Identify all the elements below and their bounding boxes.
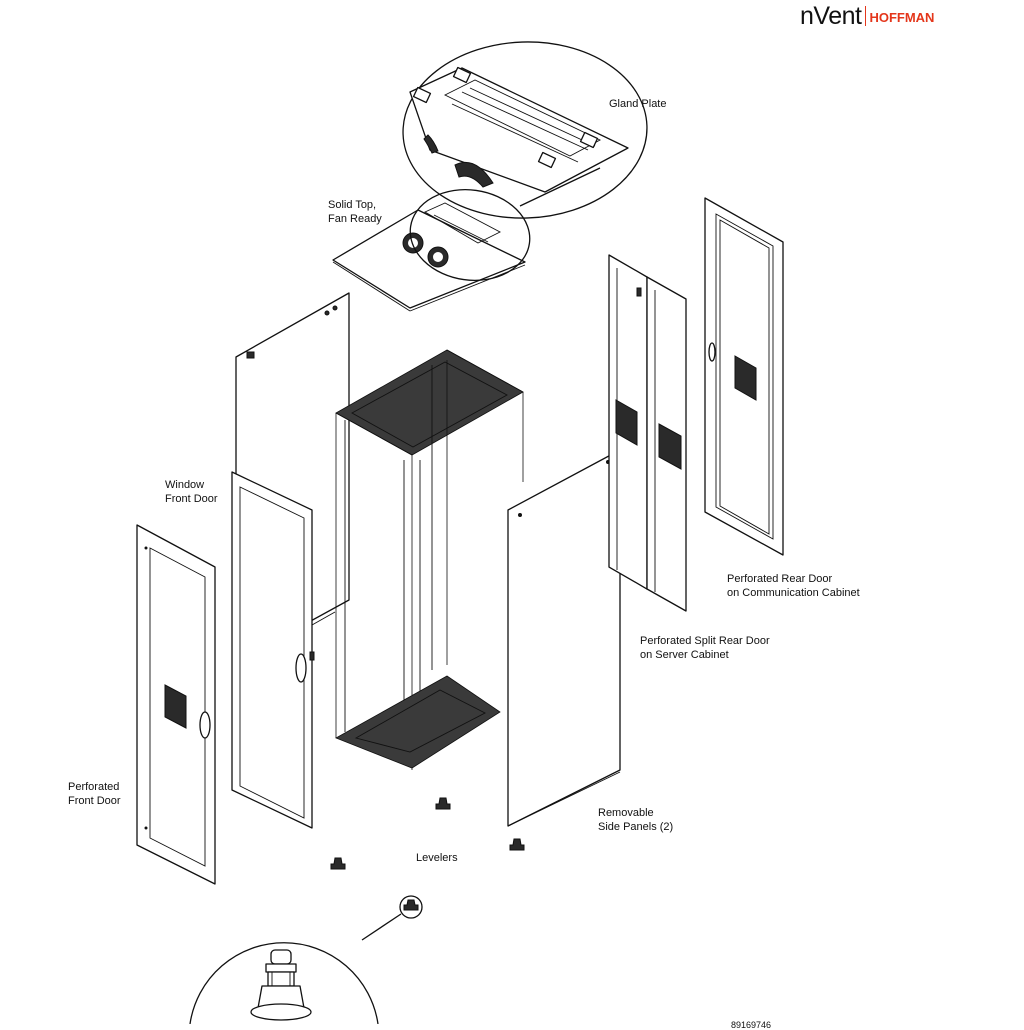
perforated-front-door bbox=[136, 524, 216, 885]
label-perforated-front-door: Perforated Front Door bbox=[68, 780, 121, 808]
removable-side-panel bbox=[507, 449, 621, 827]
label-window-front-door-line1: Window bbox=[165, 479, 205, 491]
part-number: 89169746 bbox=[731, 1020, 772, 1030]
label-removable-side-panels-line1: Removable bbox=[598, 807, 654, 819]
solid-top-panel bbox=[332, 167, 601, 312]
label-perforated-front-door-line1: Perforated bbox=[68, 781, 120, 793]
label-removable-side-panels-line2: Side Panels (2) bbox=[598, 821, 674, 833]
brand-divider bbox=[865, 6, 867, 26]
label-perforated-split-rear-door-line2: on Server Cabinet bbox=[640, 649, 729, 661]
label-perforated-rear-door: Perforated Rear Door on Communication Ca… bbox=[727, 572, 860, 600]
brand-sub: HOFFMAN bbox=[869, 10, 935, 25]
perforated-rear-door bbox=[704, 197, 784, 556]
levelers bbox=[330, 797, 525, 941]
leveler-detail bbox=[189, 942, 379, 1025]
label-removable-side-panels: Removable Side Panels (2) bbox=[598, 806, 673, 834]
label-perforated-rear-door-line1: Perforated Rear Door bbox=[727, 573, 833, 585]
gland-plate-detail bbox=[402, 41, 648, 219]
label-solid-top: Solid Top, Fan Ready bbox=[328, 198, 382, 226]
label-perforated-rear-door-line2: on Communication Cabinet bbox=[727, 587, 860, 599]
label-window-front-door: Window Front Door bbox=[165, 478, 218, 506]
label-perforated-split-rear-door: Perforated Split Rear Door on Server Cab… bbox=[640, 634, 770, 662]
label-gland-plate: Gland Plate bbox=[609, 98, 667, 110]
label-levelers: Levelers bbox=[416, 852, 458, 864]
brand-name: nVent bbox=[800, 2, 862, 30]
brand-logo: nVent HOFFMAN bbox=[800, 0, 935, 30]
cabinet-frame bbox=[335, 349, 524, 770]
label-solid-top-line2: Fan Ready bbox=[328, 213, 382, 225]
label-perforated-split-rear-door-line1: Perforated Split Rear Door bbox=[640, 635, 770, 647]
perforated-split-rear-door bbox=[608, 254, 687, 612]
window-front-door bbox=[231, 292, 350, 829]
label-window-front-door-line2: Front Door bbox=[165, 493, 218, 505]
label-perforated-front-door-line2: Front Door bbox=[68, 795, 121, 807]
label-solid-top-line1: Solid Top, bbox=[328, 199, 377, 211]
